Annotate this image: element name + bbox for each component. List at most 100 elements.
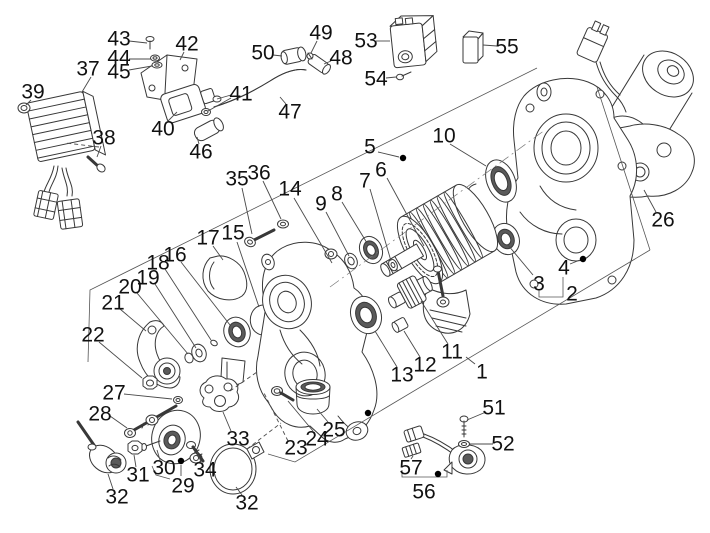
part-transmission-cover-shape-shape — [277, 290, 297, 314]
part-flywheel-foot — [422, 287, 471, 334]
callout-label-47: 47 — [278, 101, 301, 124]
callout-54-leader — [385, 76, 397, 79]
callout-label-18: 18 — [146, 252, 169, 275]
part-washer-36 — [277, 219, 289, 229]
part-transmission-cover-shape — [255, 241, 378, 443]
part-washers-44-45-shape — [152, 56, 158, 60]
callout-label-20: 20 — [118, 276, 141, 299]
callout-label-48: 48 — [329, 47, 352, 70]
part-gasket-33-shape — [214, 395, 226, 407]
part-rubber-pad-55-shape — [477, 32, 484, 62]
part-round-cover-32-shape — [213, 447, 253, 491]
callout-label-15: 15 — [221, 222, 244, 245]
boundary-line-3 — [267, 249, 651, 463]
callout-label-21: 21 — [101, 292, 124, 315]
callout-label-28: 28 — [88, 403, 111, 426]
part-washers-19-20-shape — [191, 343, 207, 363]
part-washer-36-shape — [280, 221, 286, 227]
part-bearing-8-shape — [366, 244, 376, 256]
part-motor-connector-shape-shape — [576, 27, 608, 63]
part-bushing-12-shape — [391, 321, 400, 333]
part-crankcase-half-shape — [529, 279, 539, 289]
callout-55-leader — [482, 44, 498, 47]
boundary-line-1 — [87, 67, 538, 363]
callout-label-10: 10 — [432, 125, 455, 148]
part-rubber-pad-55 — [462, 30, 484, 64]
callout-label-1: 1 — [476, 361, 488, 384]
part-tensioner-21-shape — [163, 367, 171, 375]
callout-39-leader — [25, 99, 32, 106]
part-transmission-cover-shape — [265, 259, 271, 265]
callout-21-leader — [119, 308, 147, 332]
part-connector-57 — [401, 425, 425, 458]
part-bolt-35 — [244, 228, 276, 248]
part-pump-30-shape-shape — [167, 434, 177, 446]
callout-1-leader — [465, 356, 476, 365]
group-bracket-1 — [538, 277, 564, 298]
callout-layer: 1234567891011121314151617181920212223242… — [21, 22, 674, 515]
part-regulator-wiring-shape — [33, 190, 59, 220]
callout-7-leader — [369, 188, 392, 262]
callout-label-31: 31 — [126, 464, 149, 487]
part-seal-13-shape — [359, 306, 373, 324]
callout-36-leader — [262, 180, 282, 220]
callout-23-leader — [263, 392, 289, 442]
callout-label-42: 42 — [175, 33, 198, 56]
callout-label-37: 37 — [76, 58, 99, 81]
part-gasket-33-shape — [223, 382, 233, 392]
callout-label-13: 13 — [390, 364, 413, 387]
part-plug-cap-50-shape — [280, 51, 288, 65]
callout-label-40: 40 — [151, 118, 174, 141]
part-transmission-cover-shape — [345, 421, 369, 441]
callout-6-leader — [386, 177, 425, 247]
group-bracket-2 — [151, 465, 171, 480]
part-bolt-24-shape — [273, 388, 281, 394]
callout-4-leader — [569, 259, 581, 265]
callout-label-43: 43 — [107, 28, 130, 51]
part-motor-connector — [576, 20, 627, 113]
callout-label-24: 24 — [305, 428, 329, 451]
part-sensor-32-shape — [87, 443, 97, 451]
reference-dot-1 — [399, 154, 407, 162]
callout-label-4: 4 — [558, 257, 570, 280]
part-coil-cap-46-shape — [213, 117, 224, 132]
callout-11-leader — [420, 300, 449, 345]
part-ht-cable-47 — [213, 69, 307, 108]
reference-dot-2 — [579, 255, 587, 263]
callout-label-23: 23 — [284, 437, 307, 460]
part-flywheel-shape — [422, 203, 463, 271]
callout-41-leader-2 — [207, 97, 232, 112]
callout-27-leader — [123, 393, 173, 400]
callout-label-52: 52 — [491, 433, 514, 456]
part-oil-seal-10-shape — [493, 170, 509, 192]
part-connector-57-shape — [403, 425, 425, 443]
part-spacer-7 — [388, 258, 398, 272]
part-starter-pinion-11-shape — [398, 276, 424, 309]
part-starter-pinion-11-shape — [422, 275, 433, 292]
reference-dot-5 — [434, 470, 442, 478]
part-crankcase-half-shape — [550, 130, 582, 166]
callout-label-27: 27 — [102, 382, 125, 405]
callout-43-leader — [128, 40, 148, 44]
callout-label-22: 22 — [81, 324, 104, 347]
part-washer-52 — [458, 440, 470, 448]
part-regulator-wiring-shape-shape — [34, 190, 58, 219]
callout-42-leader — [179, 51, 185, 61]
part-shoe-17-shape — [209, 261, 215, 290]
part-pump-30-shape — [149, 417, 155, 423]
callout-57-leader — [410, 455, 414, 460]
callout-label-54: 54 — [364, 68, 388, 91]
callout-label-7: 7 — [359, 170, 371, 193]
part-pin-18-shape — [210, 339, 218, 347]
part-regulator-wiring-shape-shape — [33, 190, 59, 220]
part-transmission-cover-shape — [262, 274, 312, 330]
part-rubber-pad-55-shape — [462, 36, 479, 64]
part-washer-27 — [173, 396, 183, 404]
callout-label-55: 55 — [495, 36, 518, 59]
callout-label-11: 11 — [441, 341, 463, 364]
part-ecu-53 — [389, 15, 438, 69]
part-ecu-53-shape — [401, 53, 410, 61]
callout-label-41: 41 — [229, 83, 252, 106]
part-flywheel — [380, 183, 499, 285]
